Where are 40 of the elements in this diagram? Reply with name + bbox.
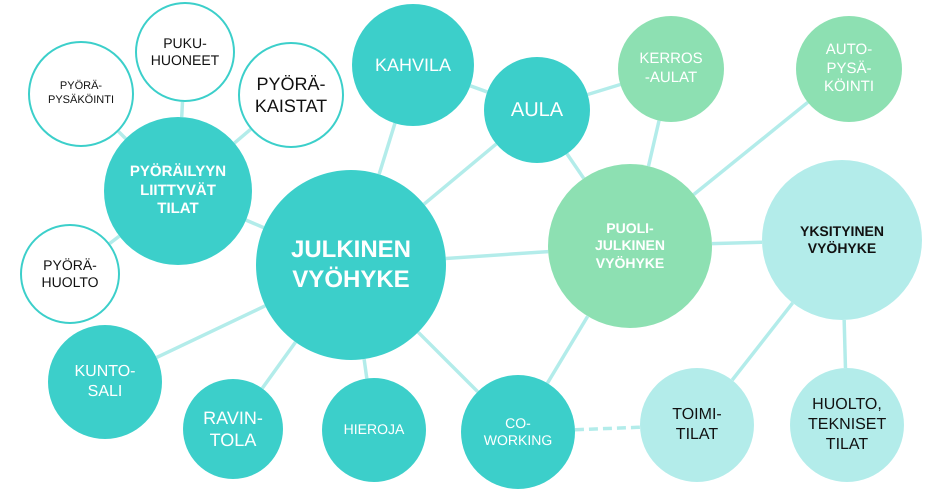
space-label: YKSITYINEN VYÖHYKE bbox=[800, 222, 884, 258]
space-label: TOIMI- TILAT bbox=[672, 405, 722, 445]
space-label: KUNTO- SALI bbox=[74, 362, 136, 402]
space-label: HIEROJA bbox=[344, 421, 404, 439]
connector-line bbox=[156, 304, 266, 360]
space-label: KAHVILA bbox=[374, 54, 452, 76]
space-label: CO- WORKING bbox=[484, 414, 552, 450]
connector-line bbox=[574, 425, 640, 432]
space-label: JULKINEN VYÖHYKE bbox=[290, 235, 411, 295]
connector-line bbox=[117, 130, 127, 140]
connector-line bbox=[842, 320, 848, 368]
space-label: PUOLI- JULKINEN VYÖHYKE bbox=[595, 220, 665, 272]
space-label: HUOLTO, TEKNISET TILAT bbox=[808, 395, 886, 455]
space-label: AUTO- PYSÄ- KÖINTI bbox=[824, 40, 874, 98]
connector-line bbox=[377, 122, 397, 175]
connector-line bbox=[446, 250, 548, 260]
connector-line bbox=[712, 240, 762, 246]
connector-line bbox=[416, 330, 479, 393]
connector-line bbox=[362, 358, 369, 379]
space-label: KERROS -AULAT bbox=[639, 50, 703, 88]
space-label: PYÖRÄ- KAISTAT bbox=[254, 72, 328, 118]
connector-line bbox=[730, 302, 794, 382]
connector-line bbox=[422, 142, 498, 206]
space-label: PYÖRÄILYYN LIITTYVÄT TILAT bbox=[130, 162, 226, 220]
connector-line bbox=[587, 82, 621, 96]
connector-line bbox=[546, 315, 590, 384]
connector-line bbox=[180, 102, 184, 118]
space-label: PYÖRÄ- PYSÄKÖINTI bbox=[48, 80, 114, 108]
connector-line bbox=[692, 100, 809, 196]
connector-line bbox=[108, 234, 120, 245]
space-label: PUKU- HUONEET bbox=[150, 34, 220, 70]
connector-line bbox=[646, 120, 661, 167]
connector-line bbox=[260, 341, 297, 390]
connector-line bbox=[470, 84, 488, 94]
space-label: AULA bbox=[510, 98, 564, 122]
space-label: PYÖRÄ- HUOLTO bbox=[41, 256, 99, 292]
connector-line bbox=[565, 152, 586, 180]
space-label: RAVIN- TOLA bbox=[203, 406, 263, 452]
connector-line bbox=[233, 128, 252, 144]
connector-line bbox=[245, 218, 264, 230]
